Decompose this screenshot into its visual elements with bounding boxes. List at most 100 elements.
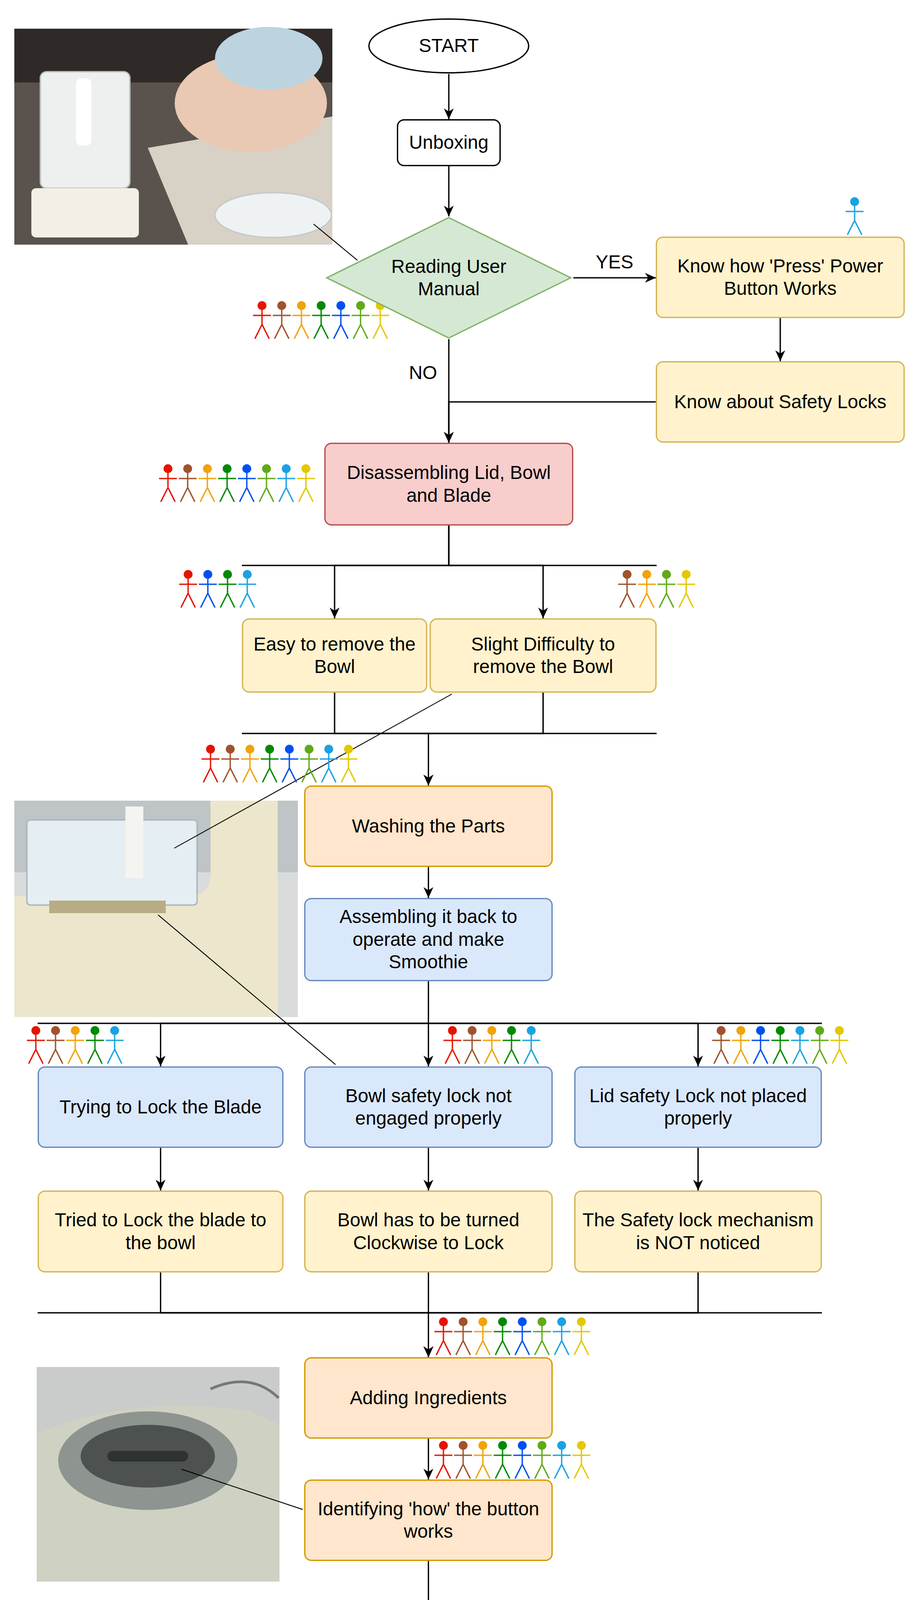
figure-body [221,752,240,783]
process-box: Disassembling Lid, Bowl and Blade [324,442,574,526]
edge-label: NO [407,361,439,384]
photo-ground [36,1366,280,1582]
flow-arrow [448,166,450,217]
user-figure [771,1026,790,1064]
edge-label: YES [593,250,636,274]
node-text: Easy to remove the Bowl [249,632,420,679]
figure-head [257,301,267,310]
user-figure [522,1026,541,1064]
node-text: Identifying 'how' the button works [311,1497,546,1543]
start-terminal: START [367,17,531,74]
user-figure [845,197,864,235]
figure-body [513,1448,532,1479]
user-figure [179,570,198,608]
figure-head [317,301,326,310]
node-text: Reading User Manual [376,255,521,301]
figure-body [292,309,311,339]
figure-body [657,578,676,608]
figure-head [277,301,286,310]
figure-body [178,472,197,502]
flow-arrow [427,1438,430,1479]
user-figure [339,744,358,783]
figure-head [203,464,212,473]
figure-body [105,1034,124,1064]
figure-body [260,752,279,783]
process-box: Know how 'Press' Power Button Works [655,236,905,319]
figure-body [237,472,256,502]
figure-head [163,464,172,473]
figure-body [830,1034,849,1064]
blade-spindle [76,78,92,146]
user-figure [552,1440,571,1479]
figure-body [339,752,358,783]
flow-arrow [428,1272,699,1357]
figure-head [487,1026,496,1035]
face-mask [214,26,323,90]
flow-arrow [697,1147,699,1191]
node-text: Know how 'Press' Power Button Works [663,254,898,301]
user-figure [221,744,240,783]
user-figure [351,301,370,339]
figure-head [297,301,306,310]
figure-head [90,1026,99,1035]
figure-head [242,464,251,473]
figure-head [184,570,193,579]
figure-body [85,1034,104,1064]
node-text: Bowl safety lock not engaged properly [311,1084,546,1130]
figure-body [845,205,864,235]
figure-head [439,1440,448,1449]
node-text: Lid safety Lock not placed properly [581,1084,815,1130]
figure-head [537,1440,546,1449]
figure-head [468,1026,477,1035]
figure-body [280,752,299,783]
chopper-bowl [26,819,198,905]
figure-body [319,752,338,783]
figure-body [434,1448,453,1479]
leader-line [313,223,358,261]
flow-arrow [448,73,450,120]
figure-head [662,570,671,579]
figure-head [245,744,254,753]
figure-head [776,1026,785,1035]
figure-body [572,1448,591,1479]
process-box: Bowl safety lock not engaged properly [304,1066,553,1148]
photo-ground [14,800,298,1017]
user-figure [677,570,696,608]
node-text: Bowl has to be turned Clockwise to Lock [311,1208,546,1254]
node-text: Disassembling Lid, Bowl and Blade [331,461,566,507]
figure-head [203,570,212,579]
user-figure [482,1026,501,1064]
figure-body [331,309,350,339]
user-figure [637,570,656,608]
figure-body [240,752,259,783]
node-text: Assembling it back to operate and make S… [311,905,546,973]
node-text: Adding Ingredients [349,1386,507,1409]
figure-body [312,309,331,339]
figure-head [459,1440,468,1449]
figure-body [218,578,237,608]
user-figure [331,301,350,339]
user-figure [454,1317,473,1355]
figure-body [473,1325,492,1355]
flow-arrow [428,692,544,786]
figure-head [557,1317,566,1326]
figure-head [835,1026,844,1035]
figure-body [201,752,220,783]
process-box: The Safety lock mechanism is NOT noticed [574,1190,822,1273]
figure-head [498,1317,507,1326]
user-figure [312,301,331,339]
user-figure [218,464,237,502]
figure-head [815,1026,824,1035]
process-box: Unboxing [396,119,501,167]
figure-head [498,1440,507,1449]
figure-head [448,1026,457,1035]
figure-body [66,1034,85,1064]
decision-diamond: Reading User Manual [324,216,574,340]
figure-body [463,1034,482,1064]
figure-head [756,1026,765,1035]
figure-body [296,472,315,502]
figure-head [206,744,215,753]
figure-head [795,1026,804,1035]
user-figure [46,1026,65,1064]
